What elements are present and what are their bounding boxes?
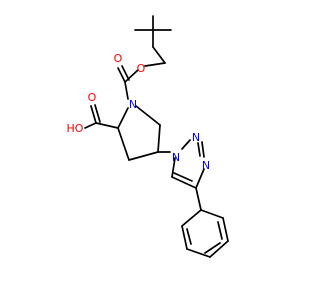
- bond: [200, 209, 224, 219]
- bond: [181, 139, 191, 150]
- bond: [121, 65, 130, 81]
- bond: [217, 221, 223, 240]
- bond: [144, 62, 166, 67]
- bond: [124, 81, 129, 100]
- bond: [117, 67, 126, 83]
- ester-oxygen-label: O: [137, 62, 146, 75]
- triazole-n1-label: N: [172, 151, 180, 164]
- molecule-structure: O O N O HO N N N: [67, 15, 229, 258]
- boc-carbamate: [117, 62, 166, 100]
- hydroxyl-label: HO: [67, 122, 84, 135]
- bond: [195, 187, 202, 211]
- bond: [171, 176, 197, 189]
- pyrrolidine-ring: [117, 105, 161, 161]
- carbonyl-oxygen-label: O: [114, 52, 123, 65]
- bond: [94, 104, 101, 123]
- carboxyl-oxygen-label: O: [88, 91, 97, 104]
- bond: [181, 209, 202, 227]
- triazole-ring: [157, 139, 205, 189]
- pyrrolidine-nitrogen-label: N: [129, 98, 137, 111]
- bond: [173, 172, 193, 182]
- carboxylic-acid: [84, 104, 119, 129]
- bond: [195, 168, 205, 189]
- triazole-n2-label: N: [192, 131, 200, 144]
- bond: [117, 107, 129, 129]
- atom-labels: O O N O HO N N N: [67, 52, 211, 172]
- bond: [186, 248, 211, 258]
- bond: [201, 141, 205, 158]
- bond: [186, 228, 192, 245]
- bond: [128, 151, 159, 161]
- tert-butyl-group: [134, 15, 172, 64]
- triazole-n3-label: N: [202, 159, 210, 172]
- bond: [90, 105, 97, 124]
- bond: [181, 225, 188, 250]
- bond: [204, 242, 221, 254]
- bond: [157, 124, 161, 153]
- bond: [124, 69, 139, 83]
- bond: [135, 105, 161, 126]
- bond: [84, 122, 97, 129]
- bond: [171, 157, 176, 178]
- bond: [152, 46, 166, 64]
- bond: [209, 240, 229, 258]
- bond: [197, 142, 201, 157]
- bond: [95, 122, 119, 129]
- bond: [117, 127, 130, 161]
- phenyl-ring: [181, 187, 229, 258]
- bond: [222, 217, 229, 242]
